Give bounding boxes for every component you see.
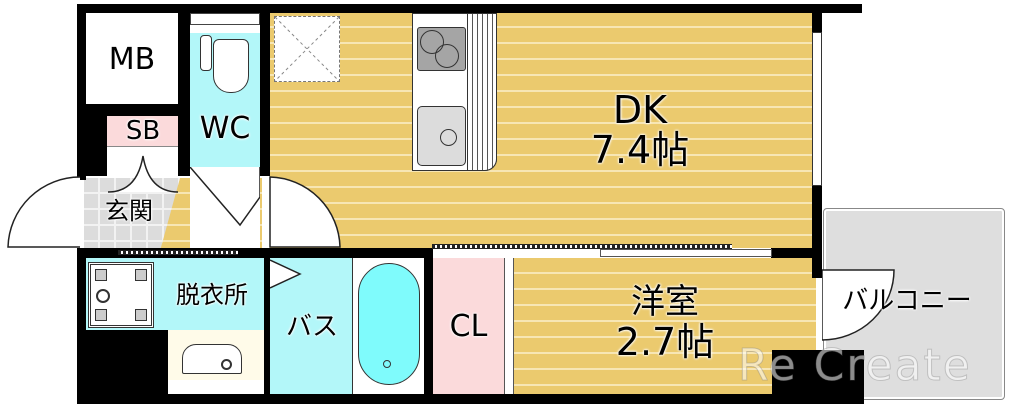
room-label-datsuijo: 脱衣所 — [176, 281, 248, 309]
room-label-wc: WC — [199, 111, 251, 146]
wall-left-upper — [77, 4, 86, 180]
sliding-door-track-datsuijo — [118, 250, 238, 255]
wall-wc-dk — [260, 4, 270, 176]
entrance-door-swing[interactable] — [4, 175, 84, 250]
toilet-icon — [200, 33, 250, 93]
dk-floor — [270, 12, 816, 248]
yoshitsu-door-opening — [600, 249, 772, 257]
closet-floor — [433, 258, 504, 394]
wall-top — [77, 4, 862, 13]
ceiling-hatch — [274, 16, 340, 82]
bathtub — [358, 263, 420, 385]
wall-bottom — [77, 394, 837, 404]
drain-icon — [96, 289, 110, 303]
washbasin-icon — [182, 344, 242, 374]
wall-yoshitsu-right — [812, 258, 822, 278]
watermark: Re Create — [738, 340, 972, 392]
wall-bottom-right-block — [772, 350, 864, 404]
wall-datsuijo-bath — [264, 248, 270, 398]
stove-icon — [417, 27, 466, 71]
wall-right-dk — [812, 4, 822, 32]
room-label-mb: MB — [108, 42, 156, 77]
washing-machine-pan — [88, 262, 154, 328]
room-label-cl: CL — [449, 309, 488, 344]
shoe-box-shelf — [107, 146, 179, 154]
wall-mb-wc — [178, 4, 190, 176]
meter-box — [86, 12, 178, 104]
wall-middle-horizontal — [77, 248, 432, 258]
room-size-dk: 7.4帖 — [590, 128, 690, 172]
wall-dk-yoshitsu-right — [771, 248, 821, 258]
sink-icon — [417, 106, 466, 166]
sliding-door-track-yoshitsu — [432, 244, 732, 249]
room-size-yoshitsu: 2.7帖 — [615, 320, 715, 364]
wall-sb-left — [86, 116, 107, 176]
wc-shelf — [190, 13, 260, 25]
western-room-floor — [514, 258, 816, 394]
wall-bath-cl — [424, 248, 433, 398]
room-label-yoshitsu: 洋室 — [631, 282, 699, 322]
wall-bottom-left-block — [77, 330, 168, 404]
wc-door-swing[interactable] — [190, 167, 260, 227]
shoebox-doors[interactable] — [107, 154, 179, 194]
bath-door-swing[interactable] — [270, 258, 310, 298]
closet-door-track — [504, 258, 514, 394]
counter-edge-lines — [467, 13, 497, 171]
wall-mb-bottom — [77, 104, 187, 116]
wall-left-lower — [77, 248, 86, 398]
room-label-balcony: バルコニー — [842, 286, 972, 316]
hall-door-swing[interactable] — [268, 175, 343, 250]
room-label-dk: DK — [612, 88, 668, 132]
balcony-door-swing[interactable] — [822, 268, 902, 343]
dk-window[interactable] — [812, 32, 822, 186]
room-label-genkan: 玄関 — [105, 197, 153, 225]
shoe-box — [107, 116, 179, 146]
wall-right-dk-lower — [812, 186, 822, 276]
room-label-sb: SB — [125, 116, 161, 146]
room-label-bath: バス — [285, 312, 338, 342]
bathtub-drain-icon — [383, 360, 391, 368]
